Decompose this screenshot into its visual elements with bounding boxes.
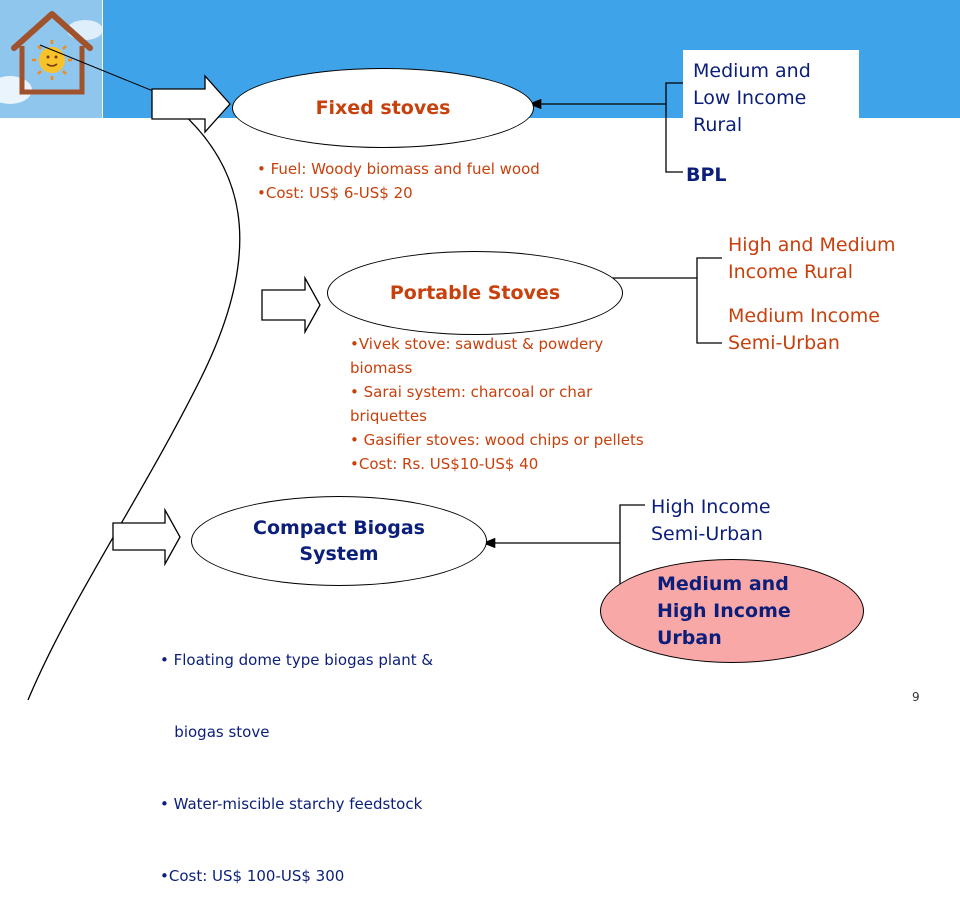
portable-detail-line: briquettes — [350, 407, 427, 425]
fixed-stoves-title: Fixed stoves — [315, 97, 451, 119]
fixed-bracket — [665, 82, 683, 173]
portable-stoves-node: Portable Stoves — [327, 251, 623, 335]
block-arrow-biogas — [112, 507, 181, 567]
biogas-detail-line: •Cost: US$ 100-US$ 300 — [160, 867, 345, 885]
biogas-segment-b-line: High Income — [657, 599, 791, 622]
portable-detail-line: •Cost: Rs. US$10-US$ 40 — [350, 455, 539, 473]
banner-divider — [102, 0, 103, 118]
page-number: 9 — [912, 690, 920, 704]
fixed-segment-bpl: BPL — [686, 164, 727, 186]
portable-bracket — [696, 257, 722, 344]
block-arrow-portable — [261, 275, 321, 335]
house-sun-logo-icon — [0, 0, 102, 118]
portable-stoves-title: Portable Stoves — [389, 282, 561, 304]
portable-segment-line: Medium Income — [728, 305, 880, 327]
portable-segment-a: High and Medium Income Rural — [728, 232, 895, 286]
biogas-title-line: Compact Biogas — [253, 517, 425, 539]
biogas-segment-line: High Income — [651, 496, 771, 518]
diagram-connectors — [27, 44, 722, 701]
portable-detail-line: • Sarai system: charcoal or char — [350, 383, 593, 401]
fixed-segment-line: Low Income — [693, 87, 807, 109]
portable-details: •Vivek stove: sawdust & powdery biomass … — [350, 332, 644, 476]
biogas-segment-b: Medium and High Income Urban — [600, 559, 864, 663]
portable-detail-line: • Gasifier stoves: wood chips or pellets — [350, 431, 644, 449]
portable-segment-line: High and Medium — [728, 234, 896, 256]
biogas-title-line: System — [299, 543, 379, 565]
portable-segment-line: Semi-Urban — [728, 332, 840, 354]
fixed-detail-line: • Fuel: Woody biomass and fuel wood — [257, 160, 540, 178]
logo-connector-line — [39, 44, 159, 94]
biogas-system-node: Compact Biogas System — [191, 496, 487, 586]
portable-detail-line: •Vivek stove: sawdust & powdery — [350, 335, 604, 353]
sweep-curve — [27, 92, 241, 701]
fixed-segment-label: Medium and Low Income Rural — [693, 58, 811, 139]
fixed-segment-line: Medium and — [693, 60, 811, 82]
portable-segment-b: Medium Income Semi-Urban — [728, 303, 880, 357]
fixed-details: • Fuel: Woody biomass and fuel wood •Cos… — [257, 157, 540, 205]
fixed-segment-line: Rural — [693, 114, 743, 136]
biogas-detail-line: biogas stove — [160, 723, 270, 741]
biogas-segment-b-line: Medium and — [657, 572, 789, 595]
block-arrow-fixed — [151, 74, 231, 134]
biogas-details: • Floating dome type biogas plant & biog… — [160, 600, 433, 912]
segment-box — [683, 50, 859, 146]
biogas-segment-line: Semi-Urban — [651, 523, 763, 545]
biogas-detail-line: • Floating dome type biogas plant & — [160, 651, 434, 669]
logo — [0, 0, 102, 118]
fixed-stoves-node: Fixed stoves — [232, 68, 534, 148]
biogas-segment-b-line: Urban — [657, 626, 722, 649]
biogas-segment-a: High Income Semi-Urban — [651, 494, 771, 548]
portable-segment-line: Income Rural — [728, 261, 854, 283]
portable-detail-line: biomass — [350, 359, 413, 377]
biogas-detail-line: • Water-miscible starchy feedstock — [160, 795, 423, 813]
fixed-detail-line: •Cost: US$ 6-US$ 20 — [257, 184, 413, 202]
